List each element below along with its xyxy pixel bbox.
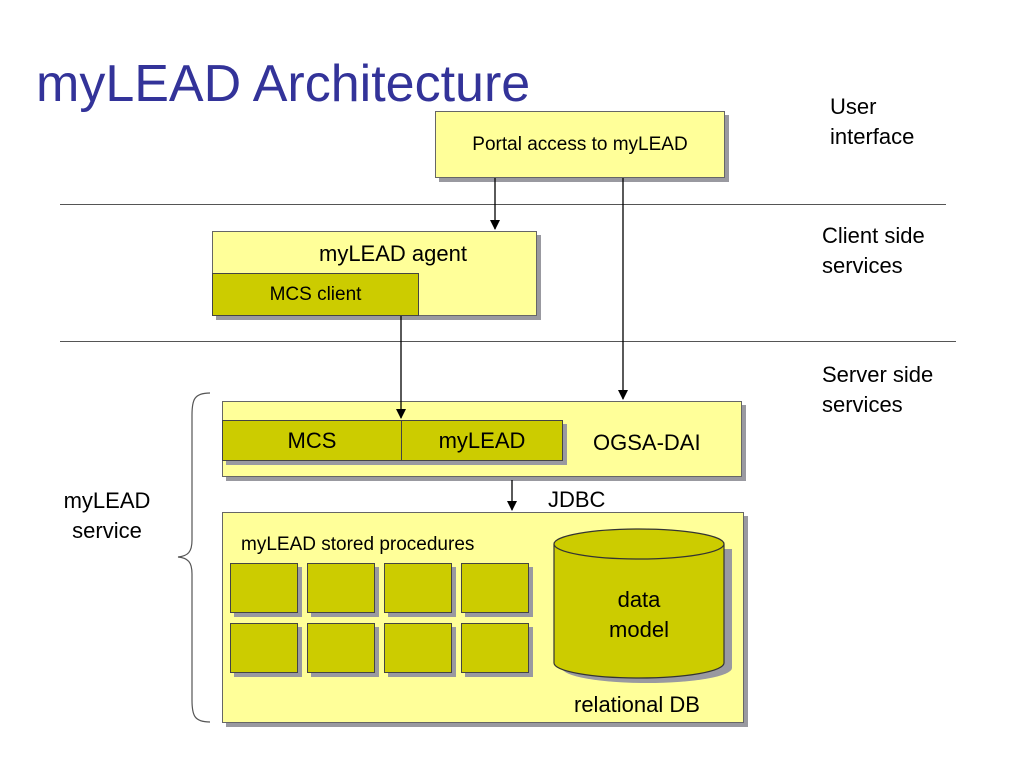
- layer-label-server-side: Server side services: [822, 362, 934, 417]
- portal-label: Portal access to myLEAD: [472, 133, 688, 155]
- procedure-tile: [461, 563, 529, 613]
- procedure-tile: [384, 563, 452, 613]
- procedure-tile: [230, 563, 298, 613]
- page-title: myLEAD Architecture: [36, 55, 531, 113]
- procedure-tile: [307, 623, 375, 673]
- mcs-box: MCS: [222, 420, 402, 461]
- service-brace: [177, 392, 211, 723]
- procedure-tile: [307, 563, 375, 613]
- stored-procedures-label: myLEAD stored procedures: [241, 534, 475, 555]
- portal-box: Portal access to myLEAD: [435, 111, 725, 178]
- divider-user-client: [60, 204, 946, 205]
- mylead-box: myLEAD: [401, 420, 563, 461]
- procedure-tile: [461, 623, 529, 673]
- relational-db-label: relational DB: [574, 692, 700, 717]
- mcs-client-label: MCS client: [269, 283, 362, 305]
- mcs-label: MCS: [287, 427, 337, 453]
- mylead-agent-box: myLEAD agent MCS client: [212, 231, 537, 316]
- procedure-tile: [384, 623, 452, 673]
- layer-label-user-interface: User interface: [830, 94, 915, 149]
- mcs-client-box: MCS client: [212, 273, 419, 316]
- mylead-label: myLEAD: [438, 427, 526, 453]
- procedure-tile: [230, 623, 298, 673]
- jdbc-label: JDBC: [548, 487, 606, 512]
- ogsa-dai-label: OGSA-DAI: [593, 430, 701, 455]
- layer-label-client-side: Client side services: [822, 223, 925, 278]
- mylead-service-label: myLEAD service: [63, 488, 151, 543]
- mylead-agent-label: myLEAD agent: [319, 241, 467, 266]
- divider-client-server: [60, 341, 956, 342]
- data-model-label: data model: [609, 587, 669, 642]
